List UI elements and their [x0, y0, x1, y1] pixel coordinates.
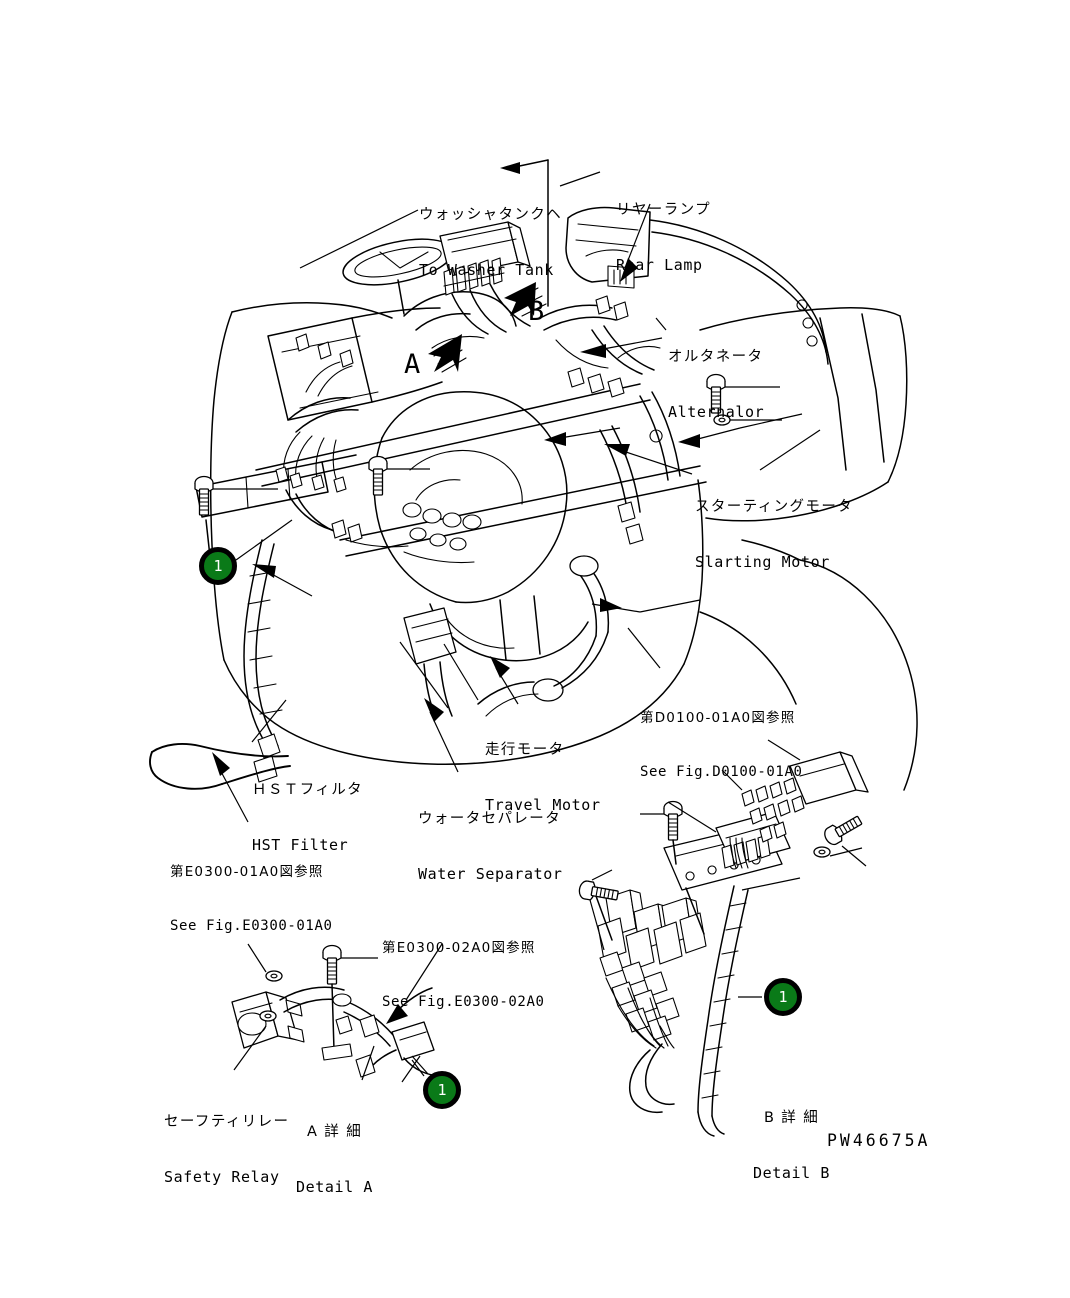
section-arrow-a [428, 334, 467, 373]
callout-safety-relay: セーフティリレー Safety Relay [164, 1076, 289, 1224]
part-badge-detail-a-number: 1 [437, 1080, 447, 1099]
machine-body-outline [209, 302, 918, 791]
badge-leader-main [235, 519, 293, 561]
wire-harness-left [149, 333, 409, 790]
reference-d0100-01a0-en: See Fig.D0100-01A0 [640, 764, 803, 781]
detail-b-title-en: Detail B [753, 1163, 831, 1182]
callout-travel-motor-jp: 走行モータ [485, 741, 565, 758]
callout-rear-lamp: リヤーランプ Rear Lamp [616, 164, 711, 312]
reference-e0300-01a0-jp: 第E0300-01A0図参照 [170, 863, 324, 880]
wire-harness-right [477, 295, 681, 717]
callout-starting-motor: スターティングモータ Slarting Motor [695, 461, 853, 609]
callout-hst-filter-jp: ＨＳＴフィルタ [252, 781, 364, 798]
reference-e0300-01a0-en: See Fig.E0300-01A0 [170, 918, 333, 935]
detail-a-title-en: Detail A [296, 1177, 374, 1196]
detail-b-title: B 詳 細 Detail B [753, 1072, 830, 1220]
callout-to-washer-tank-en: To Washer Tank [419, 260, 554, 279]
callout-safety-relay-en: Safety Relay [164, 1167, 280, 1186]
rear-lamp-housing [565, 206, 829, 365]
section-arrow-b [500, 159, 549, 317]
callout-hst-filter: ＨＳＴフィルタ HST Filter [252, 744, 363, 892]
leader-lines-main [212, 171, 821, 823]
part-badge-main-number: 1 [213, 556, 223, 575]
callout-starting-motor-en: Slarting Motor [695, 552, 830, 571]
callout-hst-filter-en: HST Filter [252, 835, 349, 854]
part-badge-detail-b[interactable]: 1 [764, 978, 802, 1016]
callout-water-separator-en: Water Separator [418, 864, 563, 883]
callout-alternator-jp: オルタネータ [668, 348, 764, 365]
reference-d0100-01a0-jp: 第D0100-01A0図参照 [640, 709, 796, 726]
reference-e0300-02a0: 第E0300-02A0図参照 See Fig.E0300-02A0 [382, 903, 545, 1049]
reference-d0100-01a0: 第D0100-01A0図参照 See Fig.D0100-01A0 [640, 673, 803, 819]
reference-e0300-01a0: 第E0300-01A0図参照 See Fig.E0300-01A0 [170, 827, 333, 973]
callout-rear-lamp-jp: リヤーランプ [616, 201, 711, 218]
drawing-number: PW46675A [827, 1131, 931, 1150]
callout-starting-motor-jp: スターティングモータ [695, 498, 854, 515]
callout-alternator: オルタネータ Alternalor [668, 311, 764, 459]
part-badge-detail-b-number: 1 [778, 987, 788, 1006]
badge-leader-detail-a [411, 1059, 425, 1077]
detail-a-title-jp: A 詳 細 [306, 1123, 363, 1140]
callout-to-washer-tank: ウォッシャタンクヘ To Washer Tank [419, 169, 562, 317]
fastener-callouts-main [194, 373, 782, 516]
hood-and-frame [195, 238, 707, 576]
callout-alternator-en: Alternalor [668, 402, 765, 421]
callout-rear-lamp-en: Rear Lamp [616, 255, 703, 274]
section-marker-a: A [404, 349, 421, 380]
detail-a-title: A 詳 細 Detail A [296, 1086, 373, 1234]
reference-e0300-02a0-en: See Fig.E0300-02A0 [382, 994, 545, 1011]
reference-e0300-02a0-jp: 第E0300-02A0図参照 [382, 939, 536, 956]
detail-b-title-jp: B 詳 細 [763, 1109, 820, 1126]
main-relay-box [439, 221, 531, 335]
callout-water-separator: ウォータセパレータ Water Separator [418, 773, 562, 921]
section-marker-b: B [528, 296, 545, 327]
callout-water-separator-jp: ウォータセパレータ [418, 810, 562, 827]
engine-block [373, 391, 589, 719]
callout-to-washer-tank-jp: ウォッシャタンクヘ [419, 206, 563, 223]
callout-safety-relay-jp: セーフティリレー [164, 1113, 290, 1130]
detail-b-view [577, 739, 869, 1137]
callout-travel-motor: 走行モータ Travel Motor [485, 704, 601, 852]
part-badge-detail-a[interactable]: 1 [423, 1071, 461, 1109]
callout-travel-motor-en: Travel Motor [485, 795, 601, 814]
part-badge-main[interactable]: 1 [199, 547, 237, 585]
